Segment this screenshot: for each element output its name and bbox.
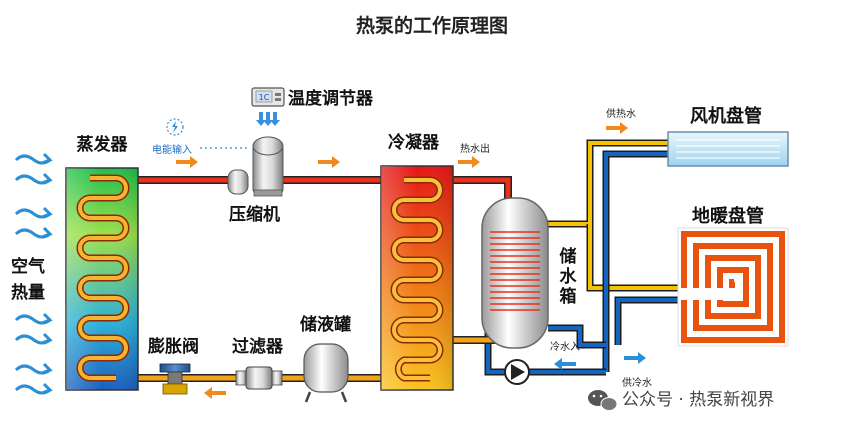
evaporator-label: 蒸发器 bbox=[77, 134, 129, 155]
flow-arrows-blue bbox=[554, 352, 646, 370]
receiver-tank bbox=[303, 343, 349, 403]
power-input-label: 电能输入 bbox=[152, 143, 192, 156]
floor-heating-coil bbox=[677, 227, 789, 347]
wechat-logo-icon bbox=[588, 390, 618, 411]
controller-display: 1C bbox=[259, 93, 270, 102]
expansion-valve bbox=[159, 363, 191, 395]
controller-signal-arrows bbox=[256, 112, 280, 126]
wind-arrows bbox=[14, 152, 53, 395]
flow-arrows-orange bbox=[176, 122, 628, 399]
storage-tank bbox=[481, 197, 549, 349]
receiver-label: 储液罐 bbox=[300, 314, 351, 335]
circulation-pump bbox=[504, 359, 530, 385]
filter bbox=[235, 366, 283, 390]
air-heat-label-1: 空气 bbox=[11, 256, 45, 277]
storage-label-1: 储 bbox=[560, 246, 577, 267]
diagram-title: 热泵的工作原理图 bbox=[356, 14, 508, 37]
evaporator bbox=[65, 167, 139, 391]
cold-water-in-label: 冷水入 bbox=[550, 340, 580, 353]
storage-label-3: 箱 bbox=[560, 286, 577, 307]
air-heat-label-2: 热量 bbox=[11, 282, 45, 303]
expansion-valve-label: 膨胀阀 bbox=[148, 336, 199, 357]
condenser-label: 冷凝器 bbox=[388, 132, 440, 153]
compressor-label: 压缩机 bbox=[229, 204, 280, 225]
temp-controller-label: 温度调节器 bbox=[288, 88, 374, 109]
power-icon bbox=[166, 118, 184, 136]
filter-label: 过滤器 bbox=[232, 336, 284, 357]
hot-water-out-label: 热水出 bbox=[460, 142, 490, 155]
fan-coil-label: 风机盘管 bbox=[690, 105, 762, 127]
fan-coil-unit bbox=[667, 131, 789, 167]
temp-controller: 1C bbox=[251, 87, 285, 107]
cold-supply-label: 供冷水 bbox=[622, 376, 652, 389]
watermark-text: 公众号 · 热泵新视界 bbox=[622, 390, 774, 410]
water-circuit bbox=[484, 139, 678, 376]
condenser bbox=[380, 165, 454, 391]
compressor bbox=[227, 136, 284, 197]
heat-supply-label: 供热水 bbox=[606, 107, 636, 120]
floor-heating-label: 地暖盘管 bbox=[692, 205, 764, 227]
storage-label-2: 水 bbox=[560, 266, 578, 287]
